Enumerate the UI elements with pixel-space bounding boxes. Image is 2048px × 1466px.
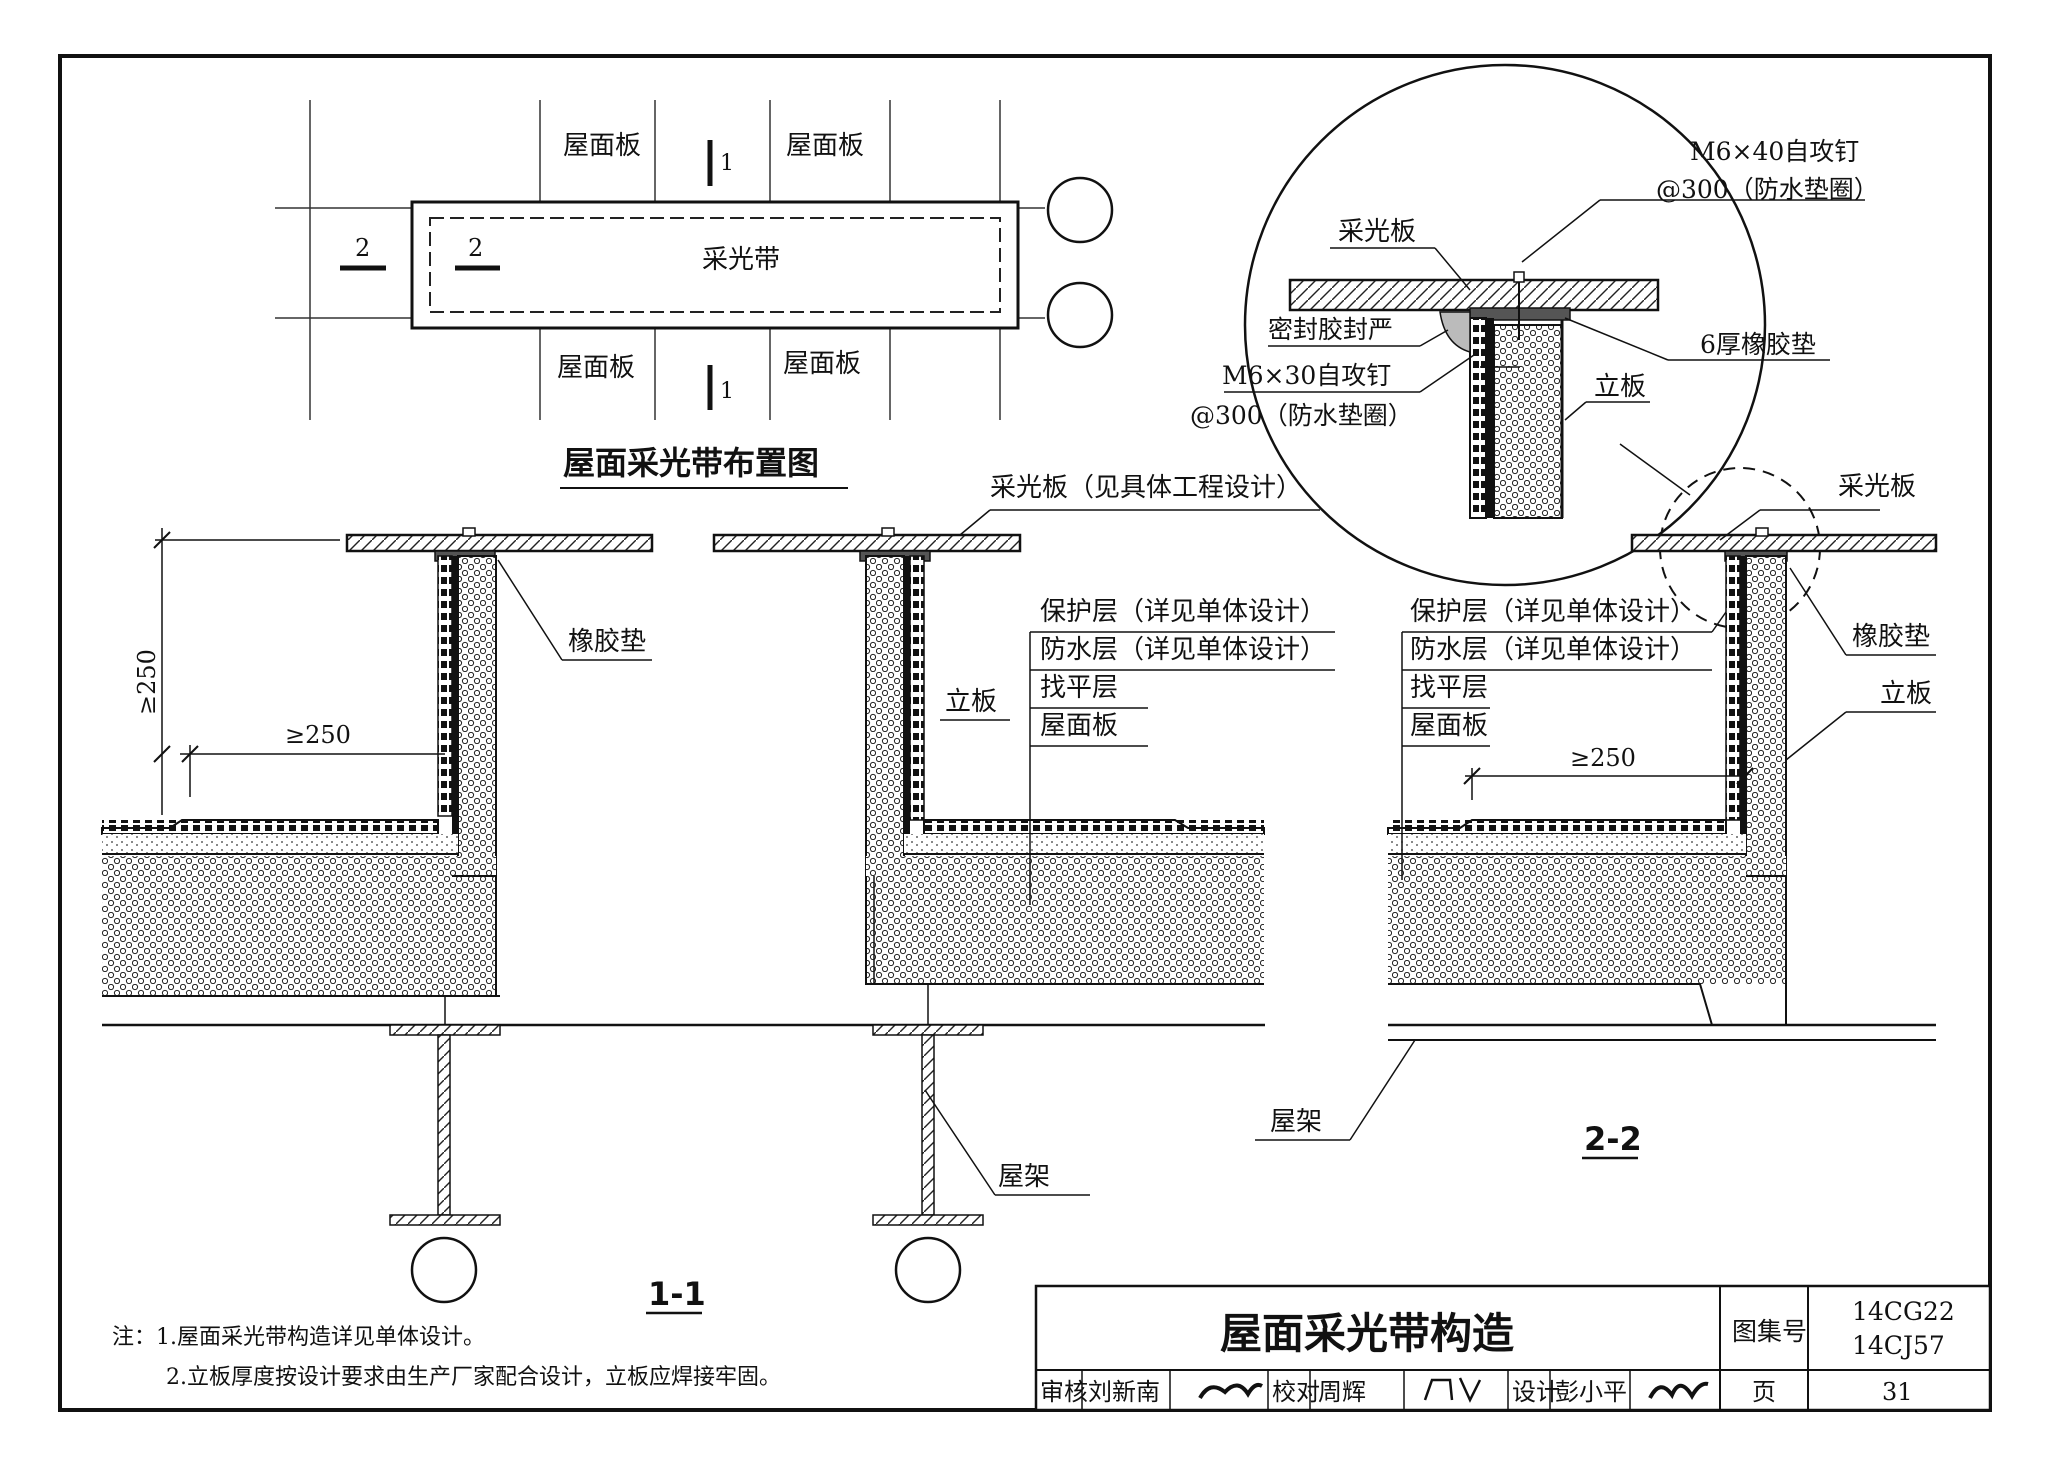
plan-roof-panel-label: 屋面板: [786, 131, 864, 161]
checker-signature: [1423, 1377, 1482, 1403]
designer-signature: [1648, 1381, 1709, 1400]
label-skylight-panel: 采光板: [1338, 217, 1416, 247]
check-label: 校对: [1272, 1378, 1320, 1406]
axis-bubble: [1046, 281, 1114, 349]
label-bolt-m6x30-spacing: @300（防水垫圈）: [1190, 401, 1413, 430]
section-mark-1: 1: [720, 151, 734, 176]
drawing-frame: [58, 54, 1992, 1412]
page-label: 页: [1752, 1378, 1776, 1406]
label-sealant: 密封胶封严: [1268, 315, 1393, 344]
dim-horizontal: ≥250: [1570, 744, 1636, 772]
label-rubber-pad: 橡胶垫: [568, 627, 646, 657]
dim-vertical: ≥250: [133, 649, 161, 715]
section-1-1-right: 采光板（见具体工程设计） 保护层（详见单体设计） 防水层（详见单体设计） 找平层…: [646, 473, 1335, 1315]
label-upstand: 立板: [945, 687, 997, 717]
dim-horizontal: ≥250: [285, 721, 351, 749]
atlas-label: 图集号: [1732, 1317, 1807, 1346]
detail-enlargement: M6×40自攻钉 @300（防水垫圈） 采光板 密封胶封严 M6×30自攻钉 @…: [1190, 63, 1879, 629]
note-line-2: 2.立板厚度按设计要求由生产厂家配合设计，立板应焊接牢固。: [166, 1365, 781, 1390]
section-1-1-left: ≥250 ≥250 橡胶垫: [101, 527, 1265, 1304]
label-roof-panel: 屋面板: [1040, 711, 1118, 741]
plan-roof-panel-label: 屋面板: [557, 353, 635, 383]
label-waterproof-layer: 防水层（详见单体设计）: [1040, 635, 1326, 665]
label-skylight-panel: 采光板: [1838, 472, 1916, 502]
label-upstand: 立板: [1594, 372, 1646, 402]
title-block: 屋面采光带构造 图集号 14CG22 14CJ57 审核 刘新南 校对 周辉 设…: [1034, 1284, 1992, 1412]
reviewer-name: 刘新南: [1088, 1378, 1160, 1406]
axis-bubble: [1046, 176, 1114, 244]
atlas-no-2: 14CJ57: [1852, 1331, 1945, 1360]
label-bolt-m6x40: M6×40自攻钉: [1690, 137, 1859, 166]
section-2-2: 采光板 保护层（详见单体设计） 防水层（详见单体设计） 找平层 屋面板 橡胶垫 …: [1255, 472, 1938, 1160]
designer-name: 彭小平: [1555, 1378, 1627, 1406]
atlas-no-1: 14CG22: [1852, 1297, 1955, 1326]
section-mark-1: 1: [720, 379, 734, 404]
plan-skylight-band-label: 采光带: [702, 245, 780, 275]
label-roof-truss: 屋架: [1270, 1107, 1322, 1137]
label-rubber-pad-6: 6厚橡胶垫: [1700, 330, 1816, 359]
label-roof-panel: 屋面板: [1410, 711, 1488, 741]
label-leveling-layer: 找平层: [1410, 673, 1488, 703]
label-upstand: 立板: [1880, 679, 1932, 709]
plan-title: 屋面采光带布置图: [563, 444, 819, 482]
skylight-band-outline: [410, 200, 1020, 330]
note-line-1: 注：1.屋面采光带构造详见单体设计。: [112, 1325, 485, 1350]
label-skylight-panel-note: 采光板（见具体工程设计）: [990, 473, 1302, 503]
label-bolt-m6x40-spacing: @300（防水垫圈）: [1656, 175, 1879, 204]
reviewer-signature: [1198, 1383, 1263, 1400]
section-mark-2: 2: [355, 234, 370, 262]
axis-bubble: [894, 1236, 962, 1304]
section-2-2-label: 2-2: [1584, 1120, 1642, 1158]
page-number: 31: [1882, 1378, 1913, 1406]
review-label: 审核: [1040, 1378, 1088, 1406]
checker-name: 周辉: [1318, 1378, 1366, 1406]
label-roof-truss: 屋架: [998, 1162, 1050, 1192]
axis-bubble: [410, 1236, 478, 1304]
design-label: 设计: [1512, 1378, 1560, 1406]
section-1-1-label: 1-1: [648, 1275, 706, 1313]
plan-roof-panel-label: 屋面板: [783, 349, 861, 379]
plan-roof-panel-label: 屋面板: [563, 131, 641, 161]
label-leveling-layer: 找平层: [1040, 673, 1118, 703]
label-protect-layer: 保护层（详见单体设计）: [1040, 597, 1326, 627]
label-waterproof-layer: 防水层（详见单体设计）: [1410, 635, 1696, 665]
label-rubber-pad: 橡胶垫: [1852, 622, 1930, 652]
label-protect-layer: 保护层（详见单体设计）: [1410, 597, 1696, 627]
section-mark-2: 2: [468, 234, 483, 262]
drawing-title: 屋面采光带构造: [1220, 1309, 1514, 1358]
label-bolt-m6x30: M6×30自攻钉: [1222, 361, 1391, 390]
plan-view: 屋面板 屋面板 屋面板 屋面板 采光带 1 1 2 2 屋面采光带布置图: [275, 100, 1114, 489]
